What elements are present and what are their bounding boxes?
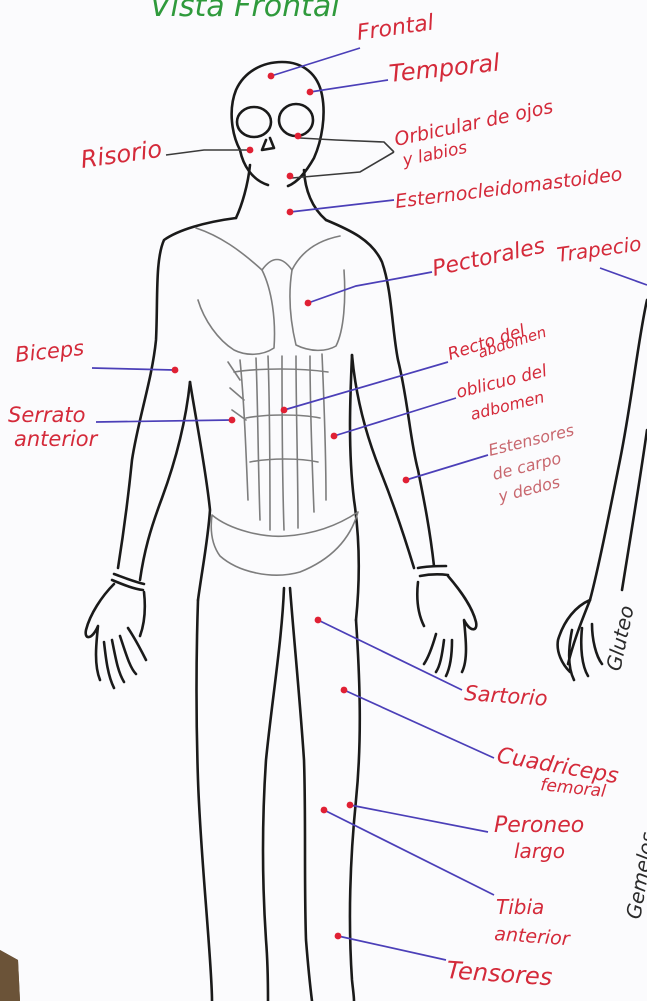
label-peroneo-1: Peroneo [494,813,584,838]
dot-peroneo [347,802,354,809]
dot-frontal [268,73,275,80]
label-serrato-1: Serrato [8,403,85,427]
dot-esternocleido [287,209,294,216]
dot-pectorales [305,300,312,307]
dot-sartorio [315,617,322,624]
dot-tensores [335,933,342,940]
dot-orbicular-eye [295,133,302,140]
dot-risorio [247,147,254,154]
dot-serrato [229,417,236,424]
dot-recto [281,407,288,414]
label-peroneo-2: largo [514,839,565,863]
label-tibia-1: Tibia [496,895,544,919]
page-heading: Vista Frontal [150,0,340,24]
dot-orbicular-lips [287,173,294,180]
label-serrato-2: anterior [14,427,99,451]
dot-oblicuo [331,433,338,440]
dot-biceps [172,367,179,374]
dot-tibia [321,807,328,814]
dot-extensores [403,477,410,484]
dot-temporal [307,89,314,96]
dot-cuadriceps [341,687,348,694]
